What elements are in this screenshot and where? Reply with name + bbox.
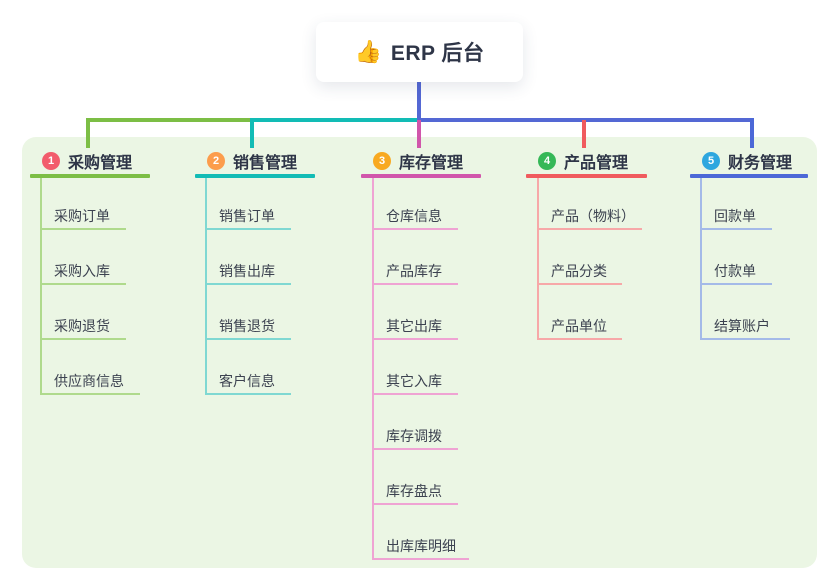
branch-label: 销售管理 bbox=[233, 155, 298, 172]
node-underline bbox=[537, 338, 622, 340]
node-underline bbox=[700, 338, 790, 340]
connector-drop-branch4 bbox=[582, 120, 586, 148]
node-warehouse-info[interactable]: 仓库信息 bbox=[372, 204, 458, 230]
node-underline bbox=[372, 338, 458, 340]
node-purchase-return[interactable]: 采购退货 bbox=[40, 314, 126, 340]
branch-label: 产品管理 bbox=[564, 155, 629, 172]
badge-5: 5 bbox=[702, 152, 720, 170]
node-underline bbox=[40, 393, 140, 395]
connector-root-stem bbox=[417, 80, 421, 120]
branch-spine bbox=[372, 178, 374, 560]
node-sales-order[interactable]: 销售订单 bbox=[205, 204, 291, 230]
node-customer-info[interactable]: 客户信息 bbox=[205, 369, 291, 395]
badge-1: 1 bbox=[42, 152, 60, 170]
node-underline bbox=[537, 228, 642, 230]
branch-spine bbox=[537, 178, 539, 340]
node-underline bbox=[205, 283, 291, 285]
node-other-outbound[interactable]: 其它出库 bbox=[372, 314, 458, 340]
branch-label: 财务管理 bbox=[728, 155, 793, 172]
branch-underline bbox=[690, 174, 808, 178]
node-supplier-info[interactable]: 供应商信息 bbox=[40, 369, 140, 395]
node-underline bbox=[205, 338, 291, 340]
node-receipt-order[interactable]: 回款单 bbox=[700, 204, 772, 230]
node-product-unit[interactable]: 产品单位 bbox=[537, 314, 622, 340]
node-stock-detail[interactable]: 出库库明细 bbox=[372, 534, 469, 560]
root-title: ERP 后台 bbox=[390, 42, 485, 65]
branch-spine bbox=[700, 178, 702, 340]
connector-bus-branch2 bbox=[250, 118, 419, 122]
branches-background-panel bbox=[22, 137, 817, 568]
badge-4: 4 bbox=[538, 152, 556, 170]
connector-drop-branch1 bbox=[86, 118, 90, 148]
node-stock-transfer[interactable]: 库存调拨 bbox=[372, 424, 458, 450]
node-underline bbox=[40, 338, 126, 340]
node-payment-order[interactable]: 付款单 bbox=[700, 259, 772, 285]
branch-label: 采购管理 bbox=[68, 155, 133, 172]
node-underline bbox=[372, 283, 458, 285]
connector-drop-branch2 bbox=[250, 118, 254, 148]
node-purchase-inbound[interactable]: 采购入库 bbox=[40, 259, 126, 285]
node-underline bbox=[372, 503, 458, 505]
branch-node-sales[interactable]: 2 销售管理 bbox=[207, 150, 297, 172]
node-settlement-account[interactable]: 结算账户 bbox=[700, 314, 790, 340]
node-underline bbox=[700, 228, 772, 230]
branch-underline bbox=[526, 174, 647, 178]
thumbs-up-icon: 👍 bbox=[354, 39, 382, 64]
badge-2: 2 bbox=[207, 152, 225, 170]
branch-underline bbox=[195, 174, 315, 178]
node-underline bbox=[372, 558, 469, 560]
node-underline bbox=[40, 283, 126, 285]
node-underline bbox=[372, 393, 458, 395]
root-node-erp-backend[interactable]: 👍 ERP 后台 bbox=[316, 22, 523, 82]
branch-label: 库存管理 bbox=[399, 155, 464, 172]
node-product-material[interactable]: 产品（物料） bbox=[537, 204, 642, 230]
branch-node-finance[interactable]: 5 财务管理 bbox=[702, 150, 792, 172]
node-sales-return[interactable]: 销售退货 bbox=[205, 314, 291, 340]
node-underline bbox=[700, 283, 772, 285]
connector-drop-branch5 bbox=[750, 118, 754, 148]
branch-underline bbox=[361, 174, 481, 178]
branch-node-inventory[interactable]: 3 库存管理 bbox=[373, 150, 463, 172]
branch-spine bbox=[40, 178, 42, 395]
branch-node-product[interactable]: 4 产品管理 bbox=[538, 150, 628, 172]
branch-node-purchase[interactable]: 1 采购管理 bbox=[42, 150, 132, 172]
node-purchase-order[interactable]: 采购订单 bbox=[40, 204, 126, 230]
badge-3: 3 bbox=[373, 152, 391, 170]
connector-drop-branch3 bbox=[417, 120, 421, 148]
node-sales-outbound[interactable]: 销售出库 bbox=[205, 259, 291, 285]
connector-bus-branch1 bbox=[86, 118, 254, 122]
node-other-inbound[interactable]: 其它入库 bbox=[372, 369, 458, 395]
node-product-category[interactable]: 产品分类 bbox=[537, 259, 622, 285]
branch-spine bbox=[205, 178, 207, 395]
node-stock-count[interactable]: 库存盘点 bbox=[372, 479, 458, 505]
node-underline bbox=[205, 228, 291, 230]
node-underline bbox=[372, 448, 458, 450]
node-underline bbox=[372, 228, 458, 230]
branch-underline bbox=[30, 174, 150, 178]
node-underline bbox=[40, 228, 126, 230]
node-product-stock[interactable]: 产品库存 bbox=[372, 259, 458, 285]
node-underline bbox=[537, 283, 622, 285]
node-underline bbox=[205, 393, 291, 395]
